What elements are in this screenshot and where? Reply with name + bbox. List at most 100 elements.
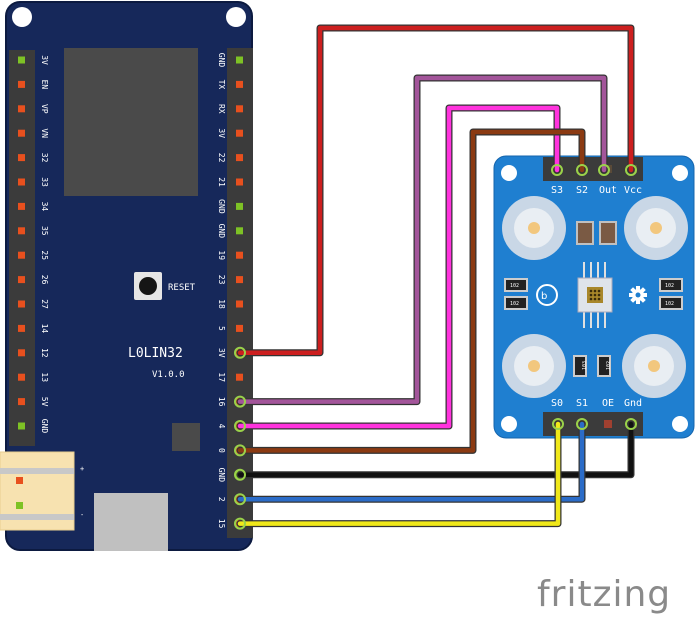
svg-text:102: 102 xyxy=(665,301,674,307)
pin-label: 22 xyxy=(217,153,226,163)
hardware-logo-icon: b xyxy=(536,284,558,306)
resistor: 102 xyxy=(504,278,528,292)
pin-label: 17 xyxy=(217,372,226,382)
pin-label: 15 xyxy=(217,519,226,529)
sensor-pin-label: S1 xyxy=(576,398,588,409)
wires xyxy=(234,24,637,530)
resistor: 103 xyxy=(573,355,588,377)
sensor-pin-label: OE xyxy=(602,398,614,409)
pin-3v[interactable]: 3V xyxy=(18,55,49,65)
board-version: V1.0.0 xyxy=(152,370,185,380)
pin-label: VP xyxy=(40,104,49,114)
pin-label: GND xyxy=(217,199,226,214)
sensor-pin-label: S2 xyxy=(576,185,588,196)
mount-hole-icon xyxy=(501,165,517,181)
pin-3v[interactable]: 3V xyxy=(217,128,243,138)
pin-19[interactable]: 19 xyxy=(217,250,243,260)
wire-endpoint xyxy=(551,164,563,176)
pin-en[interactable]: EN xyxy=(18,80,49,90)
pin-21[interactable]: 21 xyxy=(217,177,243,187)
wifi-module-shield xyxy=(64,48,198,196)
sensor-pin-oe[interactable]: OE xyxy=(602,398,614,428)
led-top-right xyxy=(624,196,688,260)
pin-17[interactable]: 17 xyxy=(217,372,243,382)
pin-label: 3V xyxy=(217,128,226,138)
pin-34[interactable]: 34 xyxy=(18,202,49,212)
pin-26[interactable]: 26 xyxy=(18,275,49,285)
pin-label: GND xyxy=(217,224,226,239)
pin-label: 5V xyxy=(40,397,49,407)
pin-label: 21 xyxy=(217,177,226,187)
pin-label: 2 xyxy=(217,497,226,502)
pin-rx[interactable]: RX xyxy=(217,104,243,114)
pin-label: 34 xyxy=(40,202,49,212)
wire-gnd-to-gnd[interactable] xyxy=(237,421,634,478)
esp32-board: RESET L0LIN32 V1.0.0 3VENVPVN32333435252… xyxy=(0,1,253,551)
pin-5[interactable]: 5 xyxy=(217,324,243,332)
resistor: 102 xyxy=(659,278,683,292)
pin-gnd[interactable]: GND xyxy=(217,199,243,214)
pin-label: 13 xyxy=(40,372,49,382)
pin-32[interactable]: 32 xyxy=(18,153,49,163)
pin-label: RX xyxy=(217,104,226,114)
wire-2-to-s1[interactable] xyxy=(237,421,585,502)
wire-endpoint xyxy=(576,164,588,176)
gear-icon xyxy=(629,286,647,304)
chip-icon xyxy=(172,423,200,451)
pin-33[interactable]: 33 xyxy=(18,177,49,187)
pin-12[interactable]: 12 xyxy=(18,348,49,358)
pin-gnd[interactable]: GND xyxy=(217,53,243,68)
resistor: 102 xyxy=(597,355,612,377)
capacitor xyxy=(599,221,617,245)
board-name: L0LIN32 xyxy=(128,346,183,361)
pin-label: 5 xyxy=(217,326,226,331)
svg-text:102: 102 xyxy=(510,301,519,307)
wire-3v-to-vcc[interactable] xyxy=(237,25,634,356)
svg-text:103: 103 xyxy=(582,361,588,370)
pin-label: EN xyxy=(40,80,49,90)
battery-plus-pin xyxy=(16,477,23,484)
pin-label: 3V xyxy=(217,348,226,358)
pin-label: 25 xyxy=(40,250,49,260)
led-bottom-right xyxy=(622,334,686,398)
pin-label: GND xyxy=(217,53,226,68)
pin-vn[interactable]: VN xyxy=(18,128,49,138)
pin-27[interactable]: 27 xyxy=(18,299,49,309)
svg-text:102: 102 xyxy=(510,283,519,289)
wire-endpoint xyxy=(576,418,588,430)
resistor: 102 xyxy=(659,296,683,310)
svg-text:b: b xyxy=(541,291,547,302)
reset-button-cap-icon[interactable] xyxy=(139,277,157,295)
pin-23[interactable]: 23 xyxy=(217,275,243,285)
pin-25[interactable]: 25 xyxy=(18,250,49,260)
pin-35[interactable]: 35 xyxy=(18,226,49,236)
wire-endpoint xyxy=(234,493,246,506)
wire-16-to-out[interactable] xyxy=(237,75,607,404)
wire-endpoint xyxy=(234,444,246,457)
pin-label: 3V xyxy=(40,55,49,65)
pin-5v[interactable]: 5V xyxy=(18,397,49,407)
left-pin-header: 3V EN VP VN 32 33 34 35 25 26 27 14 12 13 5V GND xyxy=(9,50,49,446)
pin-18[interactable]: 18 xyxy=(217,299,243,309)
pin-label: 26 xyxy=(40,275,49,285)
pin-vp[interactable]: VP xyxy=(18,104,49,114)
wire-15-to-s0[interactable] xyxy=(237,421,561,526)
wire-endpoint xyxy=(598,164,610,176)
mount-hole-icon xyxy=(12,7,32,27)
pin-22[interactable]: 22 xyxy=(217,153,243,163)
wire-0-to-s2[interactable] xyxy=(237,129,585,453)
svg-text:102: 102 xyxy=(606,361,612,370)
pin-13[interactable]: 13 xyxy=(18,372,49,382)
capacitor xyxy=(576,221,594,245)
wire-endpoint xyxy=(234,420,246,432)
wire-endpoint xyxy=(234,517,246,530)
pin-gnd[interactable]: GND xyxy=(217,224,243,239)
pin-gnd[interactable]: GND xyxy=(18,419,49,434)
pin-14[interactable]: 14 xyxy=(18,324,49,334)
resistor: 102 xyxy=(504,296,528,310)
pin-label: 32 xyxy=(40,153,49,163)
pin-tx[interactable]: TX xyxy=(217,80,243,90)
sensor-pin-label: S3 xyxy=(551,185,563,196)
pin-label: 4 xyxy=(217,424,226,429)
